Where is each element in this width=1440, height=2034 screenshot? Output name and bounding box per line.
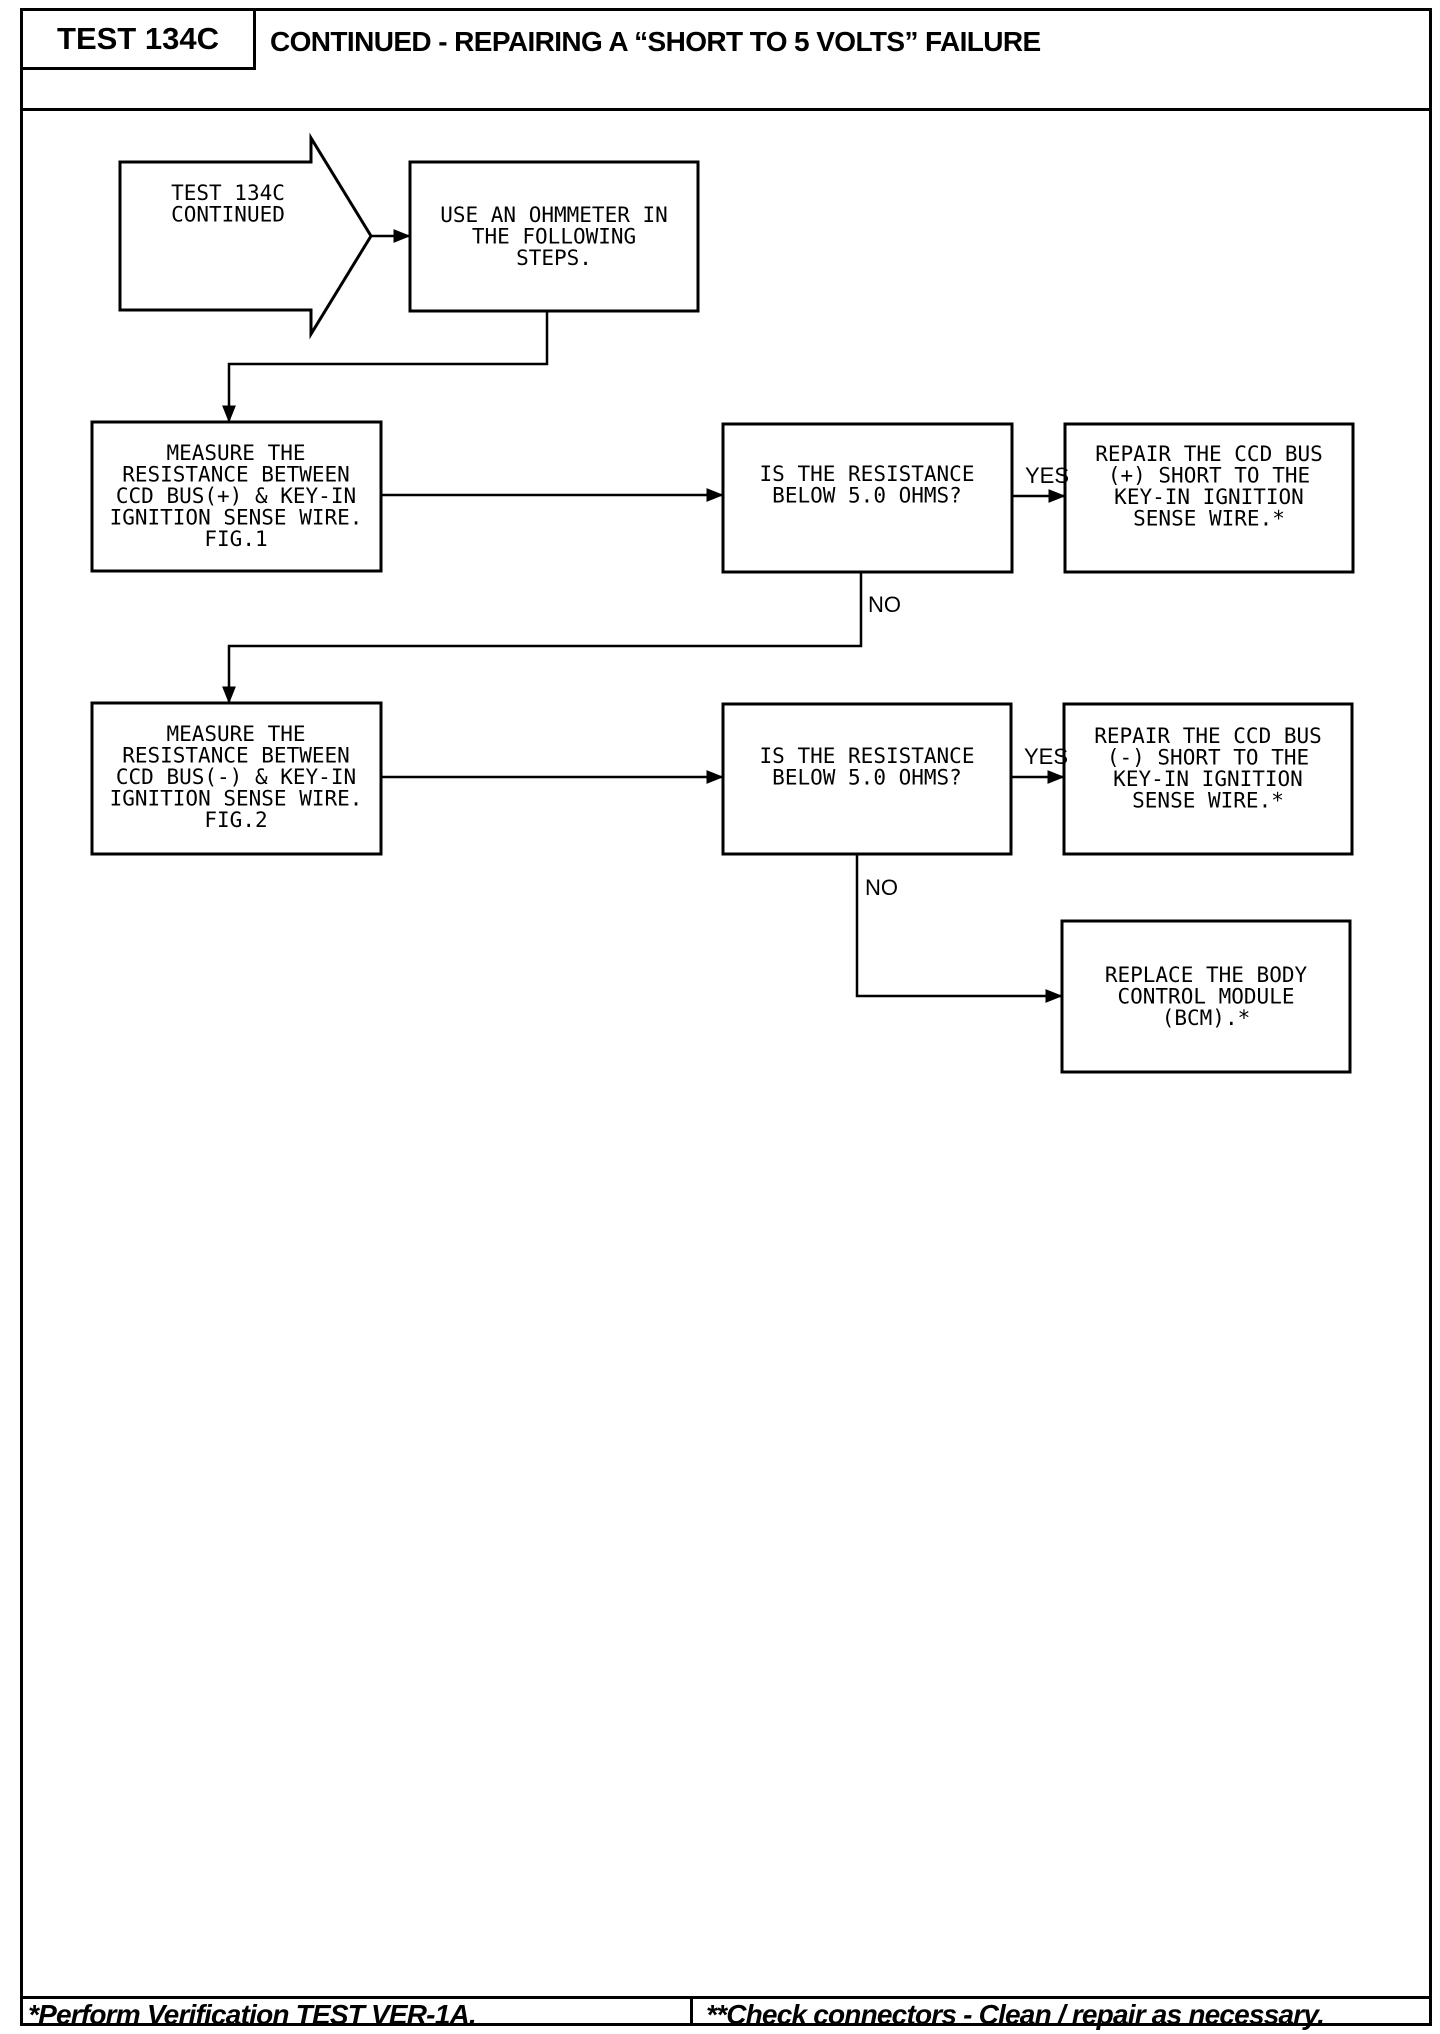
measure-1-box bbox=[90, 420, 383, 573]
page-title: CONTINUED - REPAIRING A “SHORT TO 5 VOLT… bbox=[270, 26, 1041, 57]
repair-2-text-line: REPAIR THE CCD BUS bbox=[1094, 724, 1322, 748]
yes-label-1: YES bbox=[1025, 463, 1069, 488]
question-1-text-line: IS THE RESISTANCE bbox=[760, 462, 975, 486]
replace-text-line: REPLACE THE BODY bbox=[1105, 963, 1308, 987]
measure-1-text-line: RESISTANCE BETWEEN bbox=[122, 463, 350, 487]
footer-connectors-note: **Check connectors - Clean / repair as n… bbox=[706, 1999, 1325, 2030]
measure-2-text-line: CCD BUS(-) & KEY-IN bbox=[116, 765, 356, 789]
repair-1-text-line: SENSE WIRE.* bbox=[1133, 507, 1285, 531]
repair-2-text-line: SENSE WIRE.* bbox=[1132, 789, 1284, 813]
test-id: TEST 134C bbox=[57, 21, 219, 56]
repair-2-box bbox=[1062, 702, 1354, 856]
measure-2-text-line: MEASURE THE bbox=[166, 722, 305, 746]
replace-box bbox=[1060, 919, 1352, 1074]
connector-question-2-no bbox=[855, 854, 1063, 1003]
repair-1-text-line: KEY-IN IGNITION bbox=[1114, 485, 1304, 509]
replace-text-line: (BCM).* bbox=[1162, 1006, 1251, 1030]
no-label-2: NO bbox=[865, 875, 898, 900]
repair-2-text-line: KEY-IN IGNITION bbox=[1113, 767, 1303, 791]
repair-1-box bbox=[1063, 422, 1355, 574]
replace-text-line: CONTROL MODULE bbox=[1117, 985, 1294, 1009]
question-1-box bbox=[721, 422, 1014, 574]
measure-2-text-line: RESISTANCE BETWEEN bbox=[122, 744, 350, 768]
start-text-line: TEST 134C bbox=[171, 181, 285, 205]
start-arrow-shape bbox=[118, 132, 373, 340]
no-label-1: NO bbox=[868, 592, 901, 617]
test-id-box: TEST 134C bbox=[20, 8, 256, 70]
question-2-text-line: IS THE RESISTANCE bbox=[760, 744, 975, 768]
header-divider bbox=[20, 108, 1432, 111]
footer-column-divider bbox=[690, 1996, 693, 2026]
measure-1-text-line: CCD BUS(+) & KEY-IN bbox=[116, 484, 356, 508]
repair-1-text: REPAIR THE CCD BUS(+) SHORT TO THEKEY-IN… bbox=[1095, 442, 1323, 531]
measure-2-text-line: IGNITION SENSE WIRE. bbox=[110, 787, 363, 811]
measure-1-text-line: MEASURE THE bbox=[166, 441, 305, 465]
repair-2-text-line: (-) SHORT TO THE bbox=[1107, 746, 1309, 770]
measure-1-text-line: IGNITION SENSE WIRE. bbox=[110, 506, 363, 530]
ohmmeter-text-line: STEPS. bbox=[516, 246, 592, 270]
ohmmeter-text-line: THE FOLLOWING bbox=[472, 225, 636, 249]
start-text-line: CONTINUED bbox=[171, 203, 285, 227]
question-2-text-line: BELOW 5.0 OHMS? bbox=[772, 766, 962, 790]
ohmmeter-text-line: USE AN OHMMETER IN bbox=[440, 203, 668, 227]
page-frame bbox=[20, 8, 1432, 2026]
footer-verification-note: *Perform Verification TEST VER-1A. bbox=[28, 1999, 477, 2030]
measure-2-box bbox=[90, 701, 383, 856]
measure-2-text-line: FIG.2 bbox=[204, 808, 267, 832]
repair-2-text: REPAIR THE CCD BUS(-) SHORT TO THEKEY-IN… bbox=[1094, 724, 1322, 813]
connector-question-1-no bbox=[222, 572, 863, 704]
question-2-box bbox=[721, 702, 1013, 856]
ohmmeter-box bbox=[408, 160, 700, 313]
repair-1-text-line: (+) SHORT TO THE bbox=[1108, 464, 1310, 488]
connector-ohmmeter-to-measure-1 bbox=[222, 311, 549, 423]
repair-1-text-line: REPAIR THE CCD BUS bbox=[1095, 442, 1323, 466]
yes-label-2: YES bbox=[1024, 744, 1068, 769]
question-1-text-line: BELOW 5.0 OHMS? bbox=[772, 484, 962, 508]
footer-divider bbox=[20, 1996, 1432, 1999]
measure-1-text-line: FIG.1 bbox=[204, 527, 267, 551]
